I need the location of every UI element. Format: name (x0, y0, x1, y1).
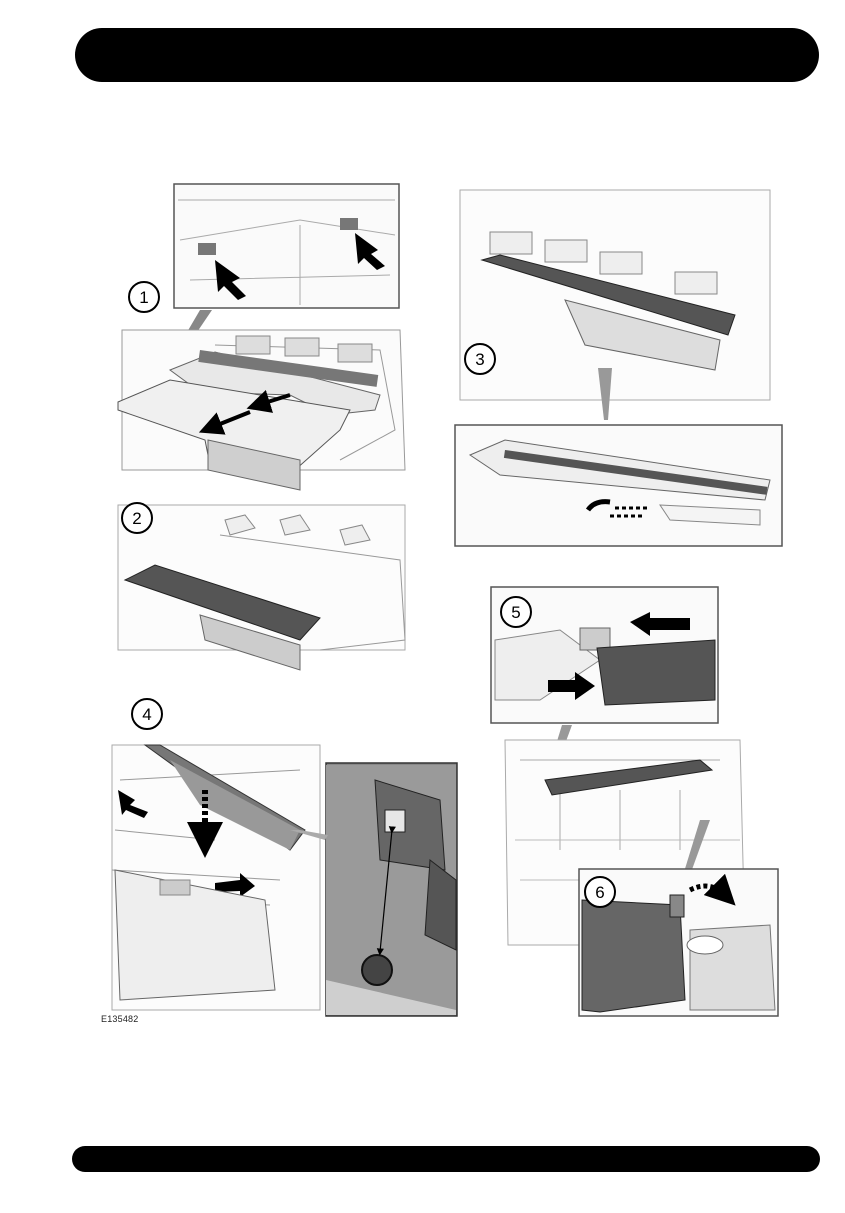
step-1-label: 1 (139, 288, 148, 307)
panel-step-1: 1 (118, 184, 405, 490)
panel-step-3: 3 (455, 190, 782, 546)
footer-bar (72, 1146, 820, 1172)
figure-code: E135482 (101, 1014, 138, 1024)
step-2-label: 2 (132, 509, 141, 528)
locating-peg (362, 955, 392, 985)
cover-end (597, 640, 715, 705)
panel-step-4: 4 (112, 699, 457, 1016)
anchor-left (198, 243, 216, 255)
step-5-label: 5 (511, 603, 520, 622)
anchor-right (340, 218, 358, 230)
panel-step-6: 6 (579, 869, 778, 1016)
step-3-label: 3 (475, 350, 484, 369)
step-4-label: 4 (142, 705, 151, 724)
panel-step-2: 2 (118, 503, 405, 670)
step-6-label: 6 (595, 883, 604, 902)
